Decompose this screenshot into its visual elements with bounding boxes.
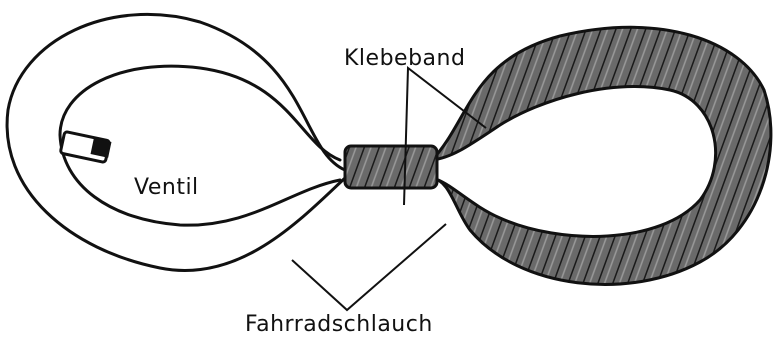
bicycle-tube-left-loop [7,14,345,270]
taped-tube-body [432,27,771,284]
tube-left-outer-edge [7,14,345,270]
label-fahrradschlauch: Fahrradschlauch [245,312,433,337]
valve-icon [60,131,111,162]
label-ventil: Ventil [134,175,199,200]
bicycle-tube-right-loop-taped [432,27,771,284]
fahrradschlauch-pointer [292,224,446,310]
label-klebeband: Klebeband [344,46,465,71]
center-tape-wrap [345,146,437,188]
